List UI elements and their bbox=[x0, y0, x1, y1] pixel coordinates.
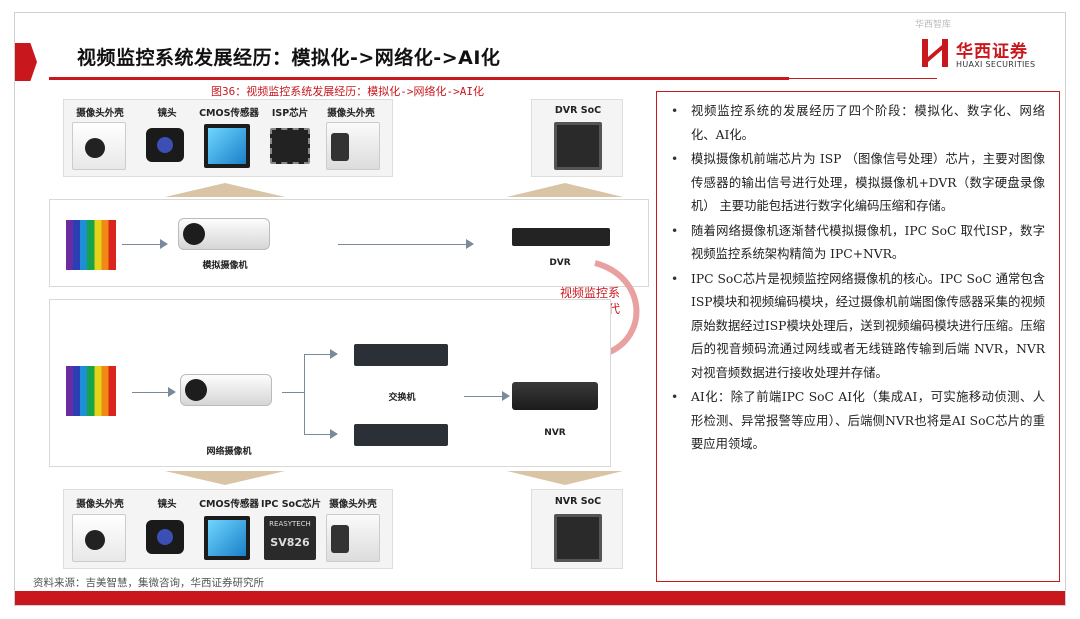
lens-image bbox=[146, 128, 184, 162]
huaxi-logo: 华西证券 HUAXI SECURITIES bbox=[920, 35, 1060, 81]
dvr-device-image bbox=[512, 228, 610, 246]
camera-housing-image bbox=[326, 122, 380, 170]
arrow-head-icon bbox=[330, 429, 338, 439]
component-label: 镜头 bbox=[142, 496, 192, 510]
branch-line bbox=[304, 354, 305, 434]
dvr-soc-box: DVR SoC bbox=[531, 99, 623, 177]
component-label: CMOS传感器 bbox=[196, 496, 262, 510]
switch-device-image bbox=[354, 344, 448, 366]
isp-chip-image bbox=[270, 128, 310, 164]
watermark: 华西智库 bbox=[915, 17, 951, 30]
camera-housing-image bbox=[72, 514, 126, 562]
component-label: 摄像头外壳 bbox=[318, 105, 384, 119]
lens-image bbox=[146, 520, 184, 554]
arrow-line bbox=[464, 396, 504, 397]
component-label: IPC SoC芯片 bbox=[258, 496, 324, 510]
analog-system-panel: 模拟摄像机 DVR bbox=[49, 199, 649, 287]
logo-text-en: HUAXI SECURITIES bbox=[956, 60, 1035, 69]
page-title: 视频监控系统发展经历：模拟化->网络化->AI化 bbox=[77, 43, 500, 70]
down-arrow-left bbox=[165, 471, 285, 485]
network-system-panel: 网络摄像机 交换机 NVR bbox=[49, 299, 611, 467]
arrow-head-icon bbox=[466, 239, 474, 249]
arrow-line bbox=[304, 434, 332, 435]
camera-housing-image bbox=[72, 122, 126, 170]
network-camera-label: 网络摄像机 bbox=[184, 444, 274, 457]
nvr-soc-box: NVR SoC bbox=[531, 489, 623, 569]
slide: 华西智库 视频监控系统发展经历：模拟化->网络化->AI化 华西证券 HUAXI… bbox=[14, 12, 1066, 606]
figure-caption: 图36：视频监控系统发展经历：模拟化->网络化->AI化 bbox=[211, 83, 484, 99]
footer-bar bbox=[15, 591, 1066, 606]
chip-brand: REASYTECH bbox=[264, 520, 316, 528]
title-accent-bar bbox=[15, 43, 37, 81]
down-arrow-right bbox=[507, 471, 623, 485]
camera-housing-image bbox=[326, 514, 380, 562]
source-note: 资料来源：吉美智慧，集微咨询，华西证券研究所 bbox=[33, 575, 264, 590]
bullet-item: AI化：除了前端IPC SoC AI化（集成AI，可实施移动侦测、人形检测、异常… bbox=[667, 386, 1045, 457]
bullet-item: 模拟摄像机前端芯片为 ISP （图像信号处理）芯片，主要对图像传感器的输出信号进… bbox=[667, 148, 1045, 219]
arrow-head-icon bbox=[502, 391, 510, 401]
color-spectrum-image bbox=[66, 366, 116, 416]
arrow-line bbox=[338, 244, 468, 245]
bullet-item: IPC SoC芯片是视频监控网络摄像机的核心。IPC SoC 通常包含ISP模块… bbox=[667, 268, 1045, 386]
analog-camera-label: 模拟摄像机 bbox=[180, 258, 270, 271]
arrow-line bbox=[122, 244, 164, 245]
dvr-soc-chip-image bbox=[554, 122, 602, 170]
nvr-device-image bbox=[512, 382, 598, 410]
bottom-components-box: 摄像头外壳 镜头 CMOS传感器 IPC SoC芯片 摄像头外壳 REASYTE… bbox=[63, 489, 393, 569]
component-label: 摄像头外壳 bbox=[70, 105, 130, 119]
arrow-line bbox=[132, 392, 170, 393]
network-camera-image bbox=[180, 374, 272, 406]
switch-label: 交换机 bbox=[362, 390, 442, 403]
up-arrow-left bbox=[165, 183, 285, 197]
huaxi-logo-icon bbox=[920, 37, 950, 69]
title-underline-thin bbox=[789, 78, 937, 79]
arrow-head-icon bbox=[168, 387, 176, 397]
up-arrow-right bbox=[507, 183, 623, 197]
arrow-head-icon bbox=[330, 349, 338, 359]
color-spectrum-image bbox=[66, 220, 116, 270]
arrow-line bbox=[304, 354, 332, 355]
component-label: CMOS传感器 bbox=[196, 105, 262, 119]
bullet-item: 视频监控系统的发展经历了四个阶段：模拟化、数字化、网络化、AI化。 bbox=[667, 100, 1045, 147]
arrow-line bbox=[282, 392, 304, 393]
switch-device-image bbox=[354, 424, 448, 446]
ipc-soc-chip-image: REASYTECH SV826 bbox=[264, 516, 316, 560]
title-underline bbox=[49, 77, 789, 80]
analog-camera-image bbox=[178, 218, 270, 250]
dvr-soc-label: DVR SoC bbox=[532, 105, 624, 116]
nvr-soc-chip-image bbox=[554, 514, 602, 562]
component-label: ISP芯片 bbox=[262, 105, 318, 119]
component-label: 摄像头外壳 bbox=[320, 496, 386, 510]
chip-model: SV826 bbox=[264, 536, 316, 549]
cmos-sensor-image bbox=[204, 124, 250, 168]
logo-text-cn: 华西证券 bbox=[956, 37, 1028, 62]
top-components-box: 摄像头外壳 镜头 CMOS传感器 ISP芯片 摄像头外壳 bbox=[63, 99, 393, 177]
summary-text-box: 视频监控系统的发展经历了四个阶段：模拟化、数字化、网络化、AI化。 模拟摄像机前… bbox=[656, 91, 1060, 582]
nvr-soc-label: NVR SoC bbox=[532, 496, 624, 507]
component-label: 镜头 bbox=[142, 105, 192, 119]
component-label: 摄像头外壳 bbox=[70, 496, 130, 510]
arrow-head-icon bbox=[160, 239, 168, 249]
cmos-sensor-image bbox=[204, 516, 250, 560]
bullet-item: 随着网络摄像机逐渐替代模拟摄像机，IPC SoC 取代ISP，数字视频监控系统架… bbox=[667, 220, 1045, 267]
bullet-list: 视频监控系统的发展经历了四个阶段：模拟化、数字化、网络化、AI化。 模拟摄像机前… bbox=[667, 100, 1045, 457]
nvr-label: NVR bbox=[516, 428, 594, 438]
